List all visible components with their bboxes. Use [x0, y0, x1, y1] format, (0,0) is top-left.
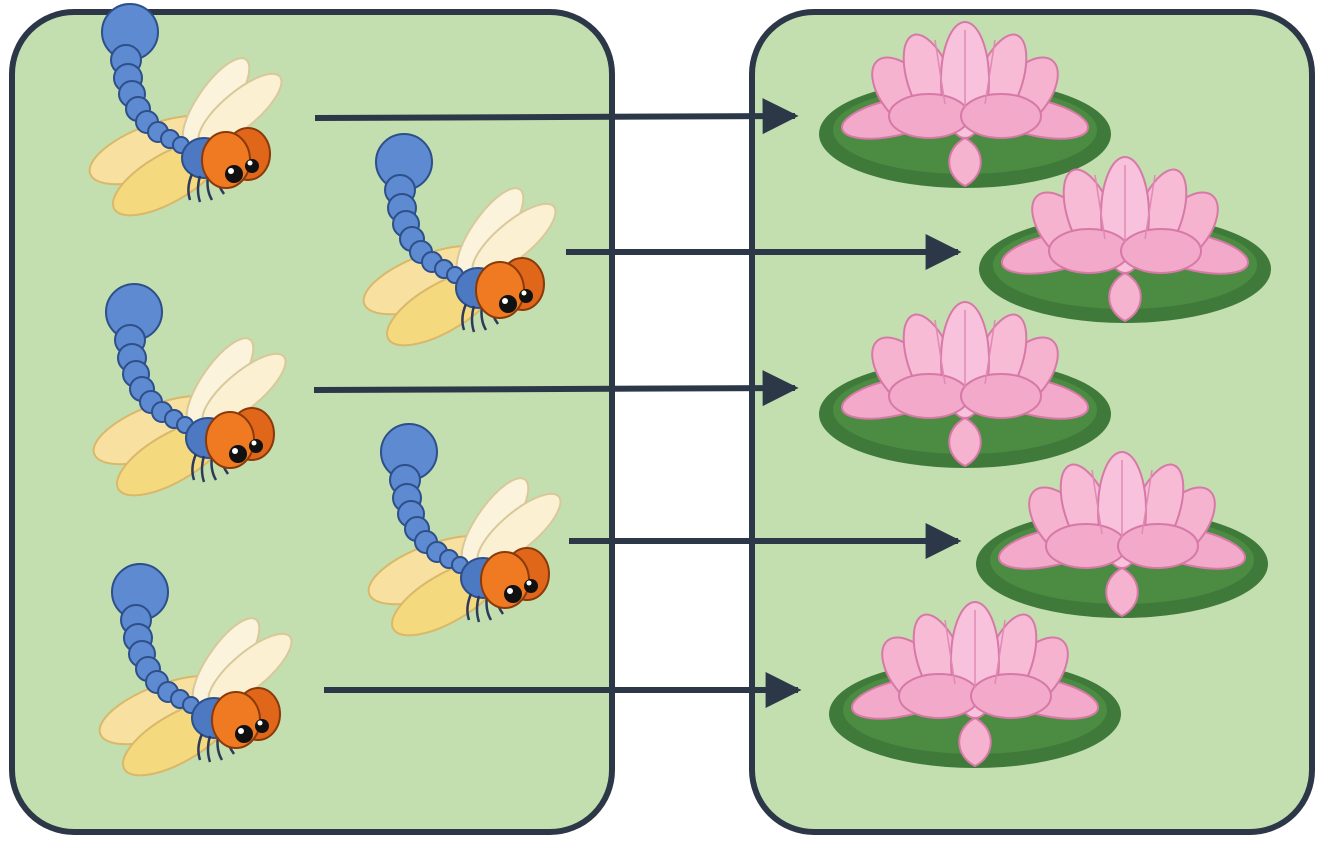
- mapping-arrow-3: [313, 370, 799, 407]
- mapping-arrow-1: [314, 98, 799, 135]
- source-panel: [9, 9, 615, 835]
